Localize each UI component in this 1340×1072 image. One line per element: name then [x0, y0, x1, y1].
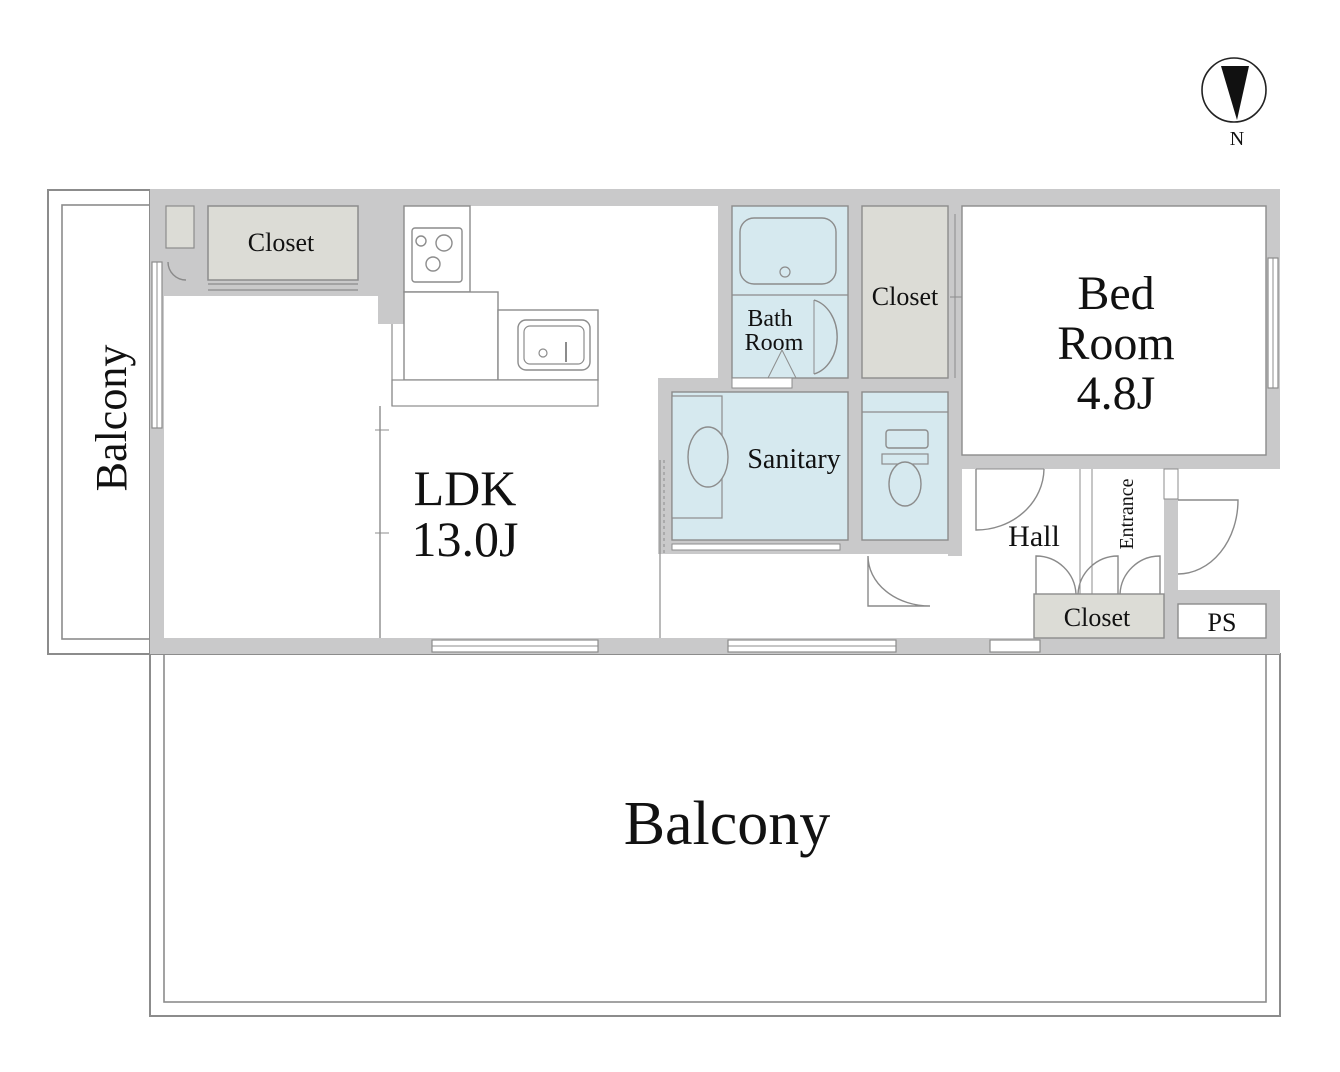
- compass-rose: [1201, 57, 1267, 123]
- ldk-size-label: 13.0J: [412, 511, 519, 567]
- balcony-side-area: [47, 189, 151, 655]
- sanitary-label: Sanitary: [747, 444, 840, 475]
- ps-label: PS: [1208, 608, 1237, 637]
- bedroom: [961, 205, 1267, 456]
- closet-bed: [861, 205, 964, 379]
- bath-label-line2: Room: [745, 330, 804, 356]
- compass-label: N: [1230, 128, 1244, 150]
- bed-label-line1: Bed: [1077, 267, 1154, 320]
- bath-label-line1: Bath: [747, 306, 792, 332]
- sanitary-room: [671, 391, 849, 551]
- closet-entrance: [1033, 593, 1165, 639]
- balcony-main-label: Balcony: [624, 790, 831, 858]
- closet-entrance-label: Closet: [1064, 603, 1131, 632]
- closet-bed-label: Closet: [872, 282, 939, 311]
- bath-room: [731, 205, 849, 389]
- toilet-room: [861, 391, 949, 607]
- bed-label-line2: Room: [1057, 317, 1174, 370]
- balcony-side-label: Balcony: [87, 345, 136, 492]
- hall-entrance: [975, 468, 1239, 595]
- balcony-main-area: [149, 653, 1281, 1017]
- hall-label: Hall: [1008, 520, 1060, 553]
- ps-space: [1177, 603, 1267, 639]
- kitchen: [391, 205, 599, 407]
- closet-ldk: [165, 205, 359, 291]
- windows: [151, 257, 1279, 653]
- entrance-label: Entrance: [1116, 478, 1138, 549]
- ldk-name-label: LDK: [414, 460, 517, 516]
- compass-needle-icon: [1221, 66, 1249, 120]
- bed-size-label: 4.8J: [1077, 367, 1156, 420]
- ldk-partition: [375, 406, 665, 638]
- closet-ldk-label: Closet: [248, 228, 315, 257]
